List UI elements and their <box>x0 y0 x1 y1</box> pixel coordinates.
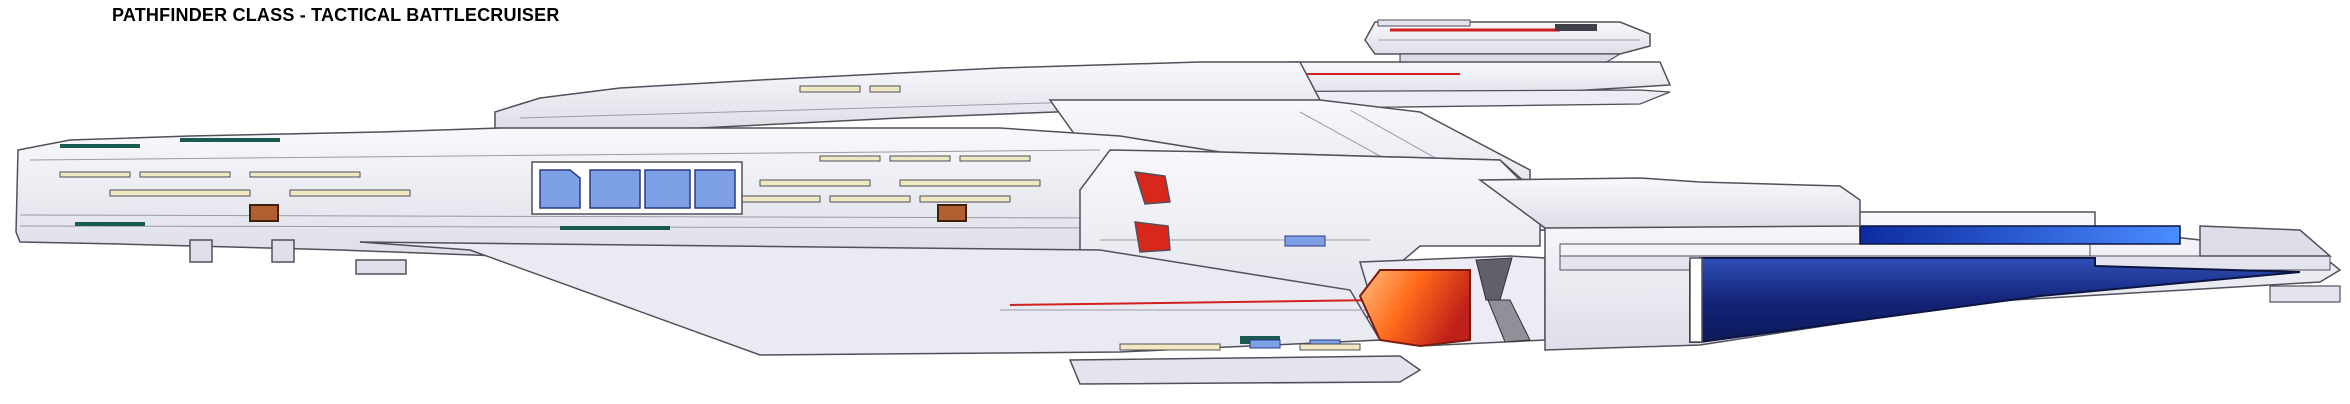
lower-fore-structures <box>189 239 407 275</box>
primary-hull-window-rows <box>59 155 1041 203</box>
bussard-collector-aft <box>937 204 967 222</box>
red-hull-plate-upper <box>1133 171 1171 205</box>
deflector-dish <box>1358 255 1546 348</box>
page-title: PATHFINDER CLASS - TACTICAL BATTLECRUISE… <box>112 5 560 25</box>
upper-sensor-pod <box>1364 19 1651 67</box>
lower-keel <box>359 241 1422 385</box>
warp-nacelle <box>1477 177 2342 351</box>
shuttlebay-windows <box>531 161 743 215</box>
bussard-collector-fore <box>249 204 279 222</box>
red-hull-plate-lower <box>1134 221 1171 253</box>
